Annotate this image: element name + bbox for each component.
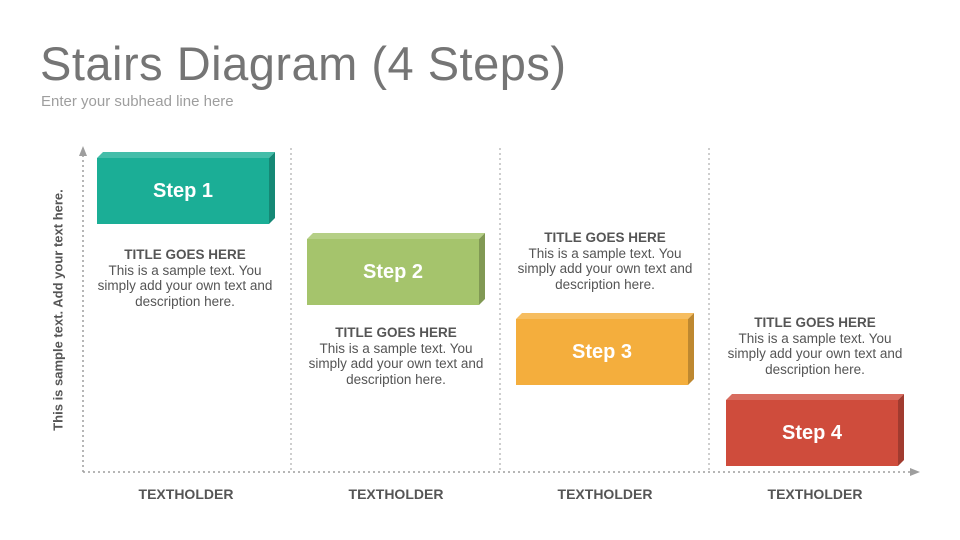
step-3-top-face <box>516 313 694 319</box>
column-3-label: TEXTHOLDER <box>557 486 653 502</box>
step-1-front-face: Step 1 <box>97 158 269 224</box>
step-2-title: TITLE GOES HERE <box>335 325 457 340</box>
step-1-side-face <box>269 152 275 224</box>
step-1-description: TITLE GOES HERE This is a sample text. Y… <box>90 247 280 309</box>
step-1-top-face <box>97 152 275 158</box>
step-2-description: TITLE GOES HERE This is a sample text. Y… <box>301 325 491 387</box>
step-4-title: TITLE GOES HERE <box>754 315 876 330</box>
x-axis-arrow <box>910 468 920 476</box>
step-3-body: This is a sample text. You simply add yo… <box>517 245 693 292</box>
step-1-label: Step 1 <box>152 179 214 202</box>
page-subtitle: Enter your subhead line here <box>41 93 234 110</box>
step-4-front-face: Step 4 <box>726 400 898 466</box>
step-4-side-face <box>898 394 904 466</box>
page-title: Stairs Diagram (4 Steps) <box>40 37 567 90</box>
step-2-top-face <box>307 233 485 239</box>
y-axis-arrow <box>79 146 87 156</box>
step-2-label: Step 2 <box>362 260 424 283</box>
column-2-label: TEXTHOLDER <box>348 486 444 502</box>
step-1-body: This is a sample text. You simply add yo… <box>97 262 273 309</box>
step-4-top-face <box>726 394 904 400</box>
step-3-label: Step 3 <box>571 340 633 363</box>
step-2-side-face <box>479 233 485 305</box>
step-2-front-face: Step 2 <box>307 239 479 305</box>
step-3-side-face <box>688 313 694 385</box>
step-1-title: TITLE GOES HERE <box>124 247 246 262</box>
step-3-title: TITLE GOES HERE <box>544 230 666 245</box>
step-2-body: This is a sample text. You simply add yo… <box>308 340 484 387</box>
step-3-front-face: Step 3 <box>516 319 688 385</box>
column-4-label: TEXTHOLDER <box>767 486 863 502</box>
step-3-description: TITLE GOES HERE This is a sample text. Y… <box>510 230 700 292</box>
step-4-label: Step 4 <box>781 421 843 444</box>
column-1-label: TEXTHOLDER <box>138 486 234 502</box>
step-4-body: This is a sample text. You simply add yo… <box>727 330 903 377</box>
step-4-description: TITLE GOES HERE This is a sample text. Y… <box>720 315 910 377</box>
y-axis-label: This is sample text. Add your text here. <box>50 189 66 431</box>
